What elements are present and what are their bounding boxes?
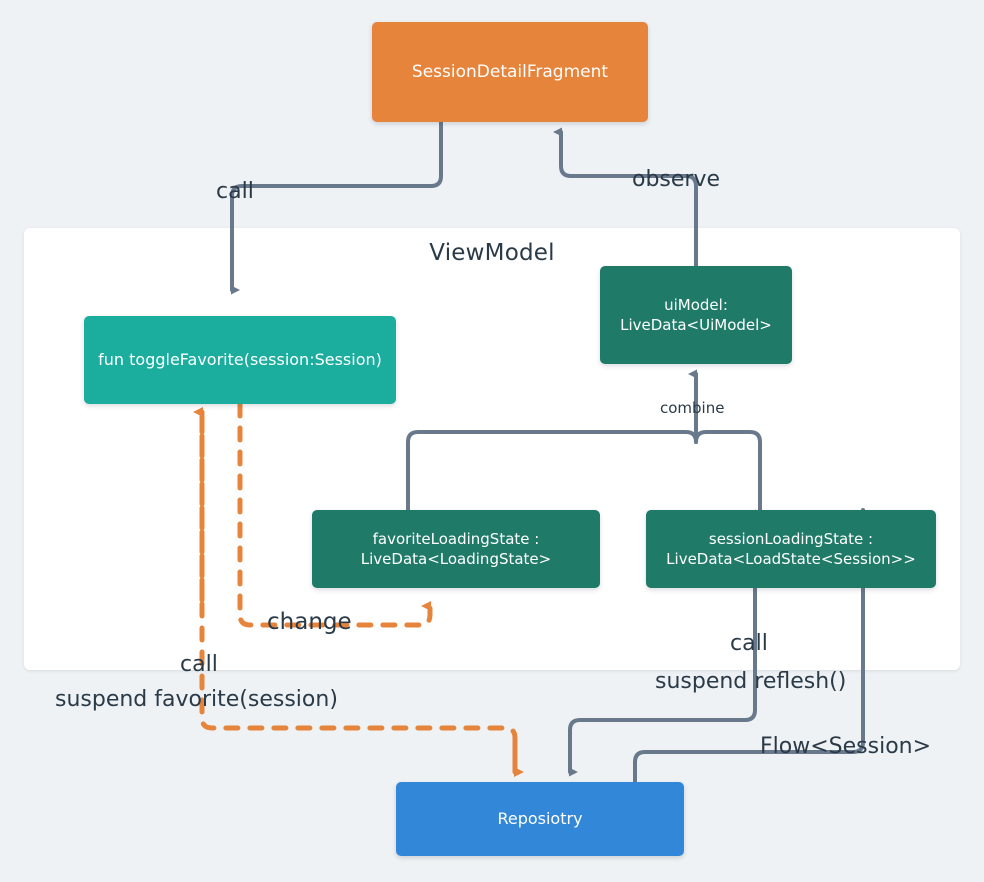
- node-label: sessionLoadingState : LiveData<LoadState…: [666, 529, 916, 570]
- node-label-line1: uiModel:: [664, 295, 728, 314]
- viewmodel-panel: [24, 228, 960, 670]
- node-toggle-favorite-function[interactable]: fun toggleFavorite(session:Session): [84, 316, 396, 404]
- node-label-line2: LiveData<UiModel>: [620, 316, 772, 334]
- edge-label-call-top: call: [216, 179, 254, 204]
- edge-label-flow-session: Flow<Session>: [760, 734, 932, 759]
- node-label-line1: favoriteLoadingState :: [372, 529, 540, 548]
- node-label: fun toggleFavorite(session:Session): [98, 350, 382, 370]
- edge-label-observe: observe: [632, 167, 721, 192]
- node-label-line2: LiveData<LoadingState>: [360, 550, 552, 568]
- node-label: uiModel: LiveData<UiModel>: [620, 295, 772, 336]
- edge-label-combine: combine: [660, 399, 725, 417]
- viewmodel-panel-label: ViewModel: [429, 240, 555, 266]
- node-session-detail-fragment[interactable]: SessionDetailFragment: [372, 22, 648, 122]
- edge-label-suspend-favorite: suspend favorite(session): [55, 687, 338, 712]
- node-label: favoriteLoadingState : LiveData<LoadingS…: [361, 529, 551, 570]
- edge-label-call-left: call: [180, 652, 218, 677]
- node-label: SessionDetailFragment: [411, 61, 609, 82]
- node-repository[interactable]: Reposiotry: [396, 782, 684, 856]
- node-label-line1: sessionLoadingState :: [708, 529, 874, 548]
- node-label: Reposiotry: [497, 809, 583, 829]
- node-uimodel-livedata[interactable]: uiModel: LiveData<UiModel>: [600, 266, 792, 364]
- node-label-line2: LiveData<LoadState<Session>>: [666, 550, 916, 568]
- node-favorite-loading-state[interactable]: favoriteLoadingState : LiveData<LoadingS…: [312, 510, 600, 588]
- edge-label-call-right: call: [730, 631, 768, 656]
- edge-label-change: change: [267, 609, 352, 635]
- edge-label-suspend-reflesh: suspend reflesh(): [655, 669, 847, 694]
- node-session-loading-state[interactable]: sessionLoadingState : LiveData<LoadState…: [646, 510, 936, 588]
